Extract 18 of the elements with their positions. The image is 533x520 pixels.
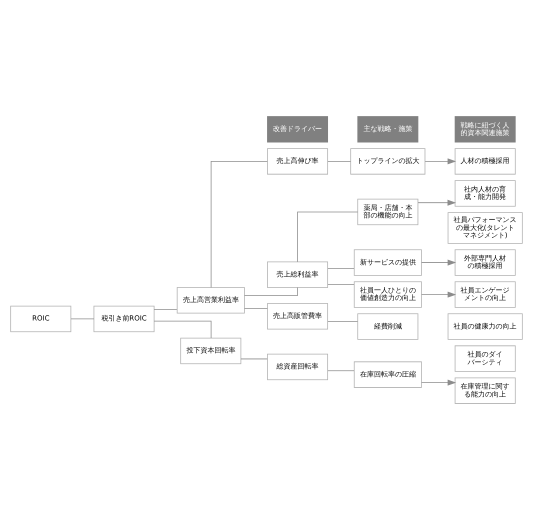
connector [210,161,268,288]
connector [70,318,94,320]
connector [327,268,354,270]
connector [244,287,298,296]
connector [327,321,358,322]
connector [327,161,351,162]
connector [327,370,354,372]
connector [240,358,268,360]
connector [154,320,212,338]
arrow [421,260,456,266]
arrow [424,158,456,164]
arrow [421,292,456,298]
connector [297,212,358,262]
connector [244,308,268,309]
arrow [421,380,456,386]
connector [327,284,354,286]
connector [154,309,178,310]
arrow [418,200,456,206]
